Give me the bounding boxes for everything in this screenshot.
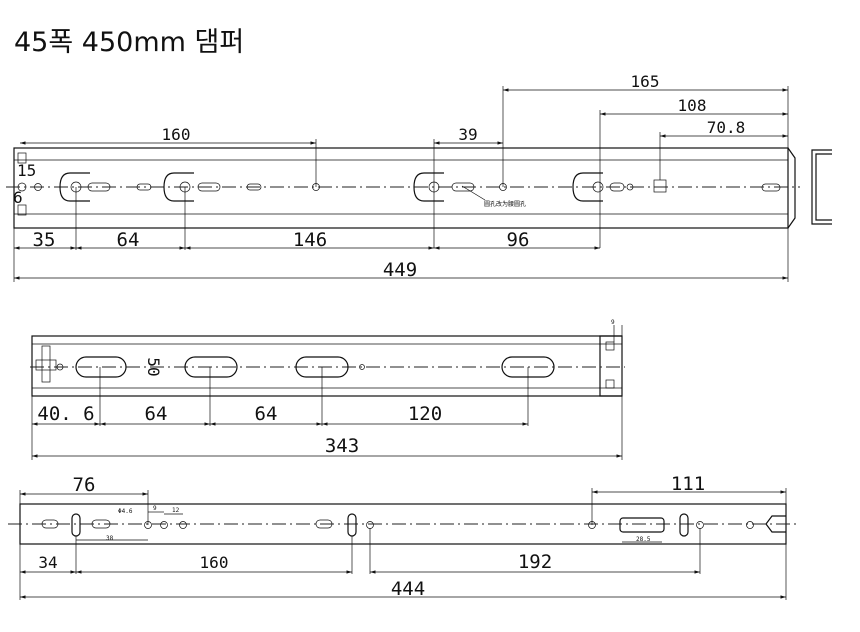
dim-64-a-label: 64 [145, 403, 168, 425]
slide-view-3: Φ4.6 9 12 38 28.5 76 111 34 160 192 444 [8, 473, 798, 600]
dim-64-label: 64 [117, 229, 140, 251]
dim-444-label: 444 [391, 578, 425, 600]
dim-96-label: 96 [507, 229, 530, 251]
dim-165-label: 165 [631, 72, 660, 91]
dim-108-label: 108 [678, 96, 707, 115]
dim-39-label: 39 [458, 125, 477, 144]
dim-phi-label: Φ4.6 [118, 508, 133, 515]
slot [75, 356, 127, 378]
slot [184, 356, 238, 378]
dim-160-label: 160 [162, 125, 191, 144]
dim-9-label: 9 [611, 319, 615, 326]
dim-64-b-label: 64 [255, 403, 278, 425]
dim-9-label: 9 [153, 505, 157, 512]
dim-40-6-label: 40. 6 [37, 403, 94, 425]
dim-35-label: 35 [33, 229, 56, 251]
dim-146-label: 146 [293, 229, 327, 251]
dim-38-label: 38 [106, 535, 114, 542]
dim-120-label: 120 [408, 403, 442, 425]
dim-111-label: 111 [671, 473, 705, 495]
side-profile [811, 149, 832, 225]
note-label: 圆孔改为腰圆孔 [484, 200, 526, 208]
dim-6-label: 6 [13, 188, 23, 207]
dim-50-label: 50 [144, 357, 163, 376]
slot-wide [619, 517, 665, 533]
slot-vertical [347, 513, 357, 537]
mount-bracket [572, 172, 603, 202]
mount-bracket [163, 172, 194, 202]
slide-view-2: 9 50 40. 6 64 64 120 343 [30, 319, 625, 460]
dim-343-label: 343 [325, 435, 359, 457]
slot-vertical [71, 513, 81, 537]
mount-bracket [59, 172, 90, 202]
dim-34-label: 34 [38, 553, 57, 572]
rail-body-2 [31, 335, 623, 397]
dim-160-b-label: 160 [200, 553, 229, 572]
dim-28-5-label: 28.5 [636, 536, 651, 543]
dim-76-label: 76 [73, 474, 96, 496]
page-title: 45폭 450mm 댐퍼 [14, 27, 245, 58]
slide-view-1: 圆孔改为腰圆孔 165 108 70.8 160 39 15 6 35 64 1… [6, 72, 832, 282]
dim-12-label: 12 [172, 507, 180, 514]
mount-bracket [413, 172, 444, 202]
dim-449-label: 449 [383, 259, 417, 281]
dim-15-label: 15 [17, 161, 36, 180]
rail-body-1 [13, 147, 789, 229]
slot-vertical [679, 513, 689, 537]
dim-70-8-label: 70.8 [707, 118, 746, 137]
dim-192-label: 192 [518, 551, 552, 573]
